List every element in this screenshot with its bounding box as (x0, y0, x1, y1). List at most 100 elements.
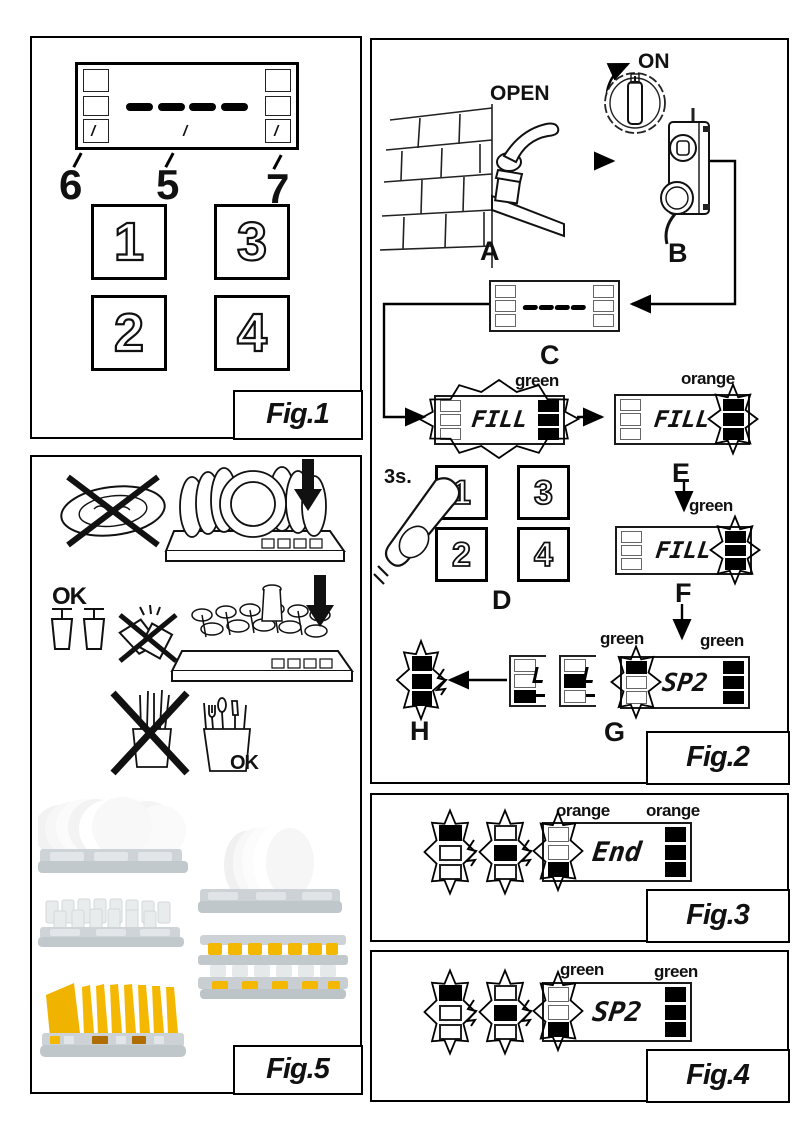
pressing-finger-illustration (373, 477, 461, 585)
display-text: FILL (654, 537, 713, 564)
right-indicator-column-blinking (708, 513, 761, 586)
step-g-label: G (604, 717, 626, 747)
step-b-label: B (668, 238, 688, 268)
no-dirty-plate-icon (60, 474, 166, 548)
display-sp2: SP2 (531, 969, 692, 1053)
fig2-panel: OPEN A ON B (370, 38, 790, 785)
indicator-cell (265, 69, 291, 92)
left-indicator-column-blinking (609, 643, 662, 720)
fig5-panel: OK (30, 455, 363, 1095)
blink-mark-icon (465, 839, 478, 867)
left-indicator-column (620, 399, 641, 440)
fig3-panel: orange orange End Fig.3 (370, 793, 790, 943)
open-label: OPEN (490, 82, 550, 105)
display-end: End (531, 809, 692, 893)
led-green-label: green (560, 960, 604, 979)
step-f-label: F (675, 578, 692, 608)
display-text: FILL (652, 406, 712, 433)
indicator-column-h-blinking (395, 638, 447, 722)
yellow-dividers-rack-photo (40, 983, 186, 1057)
button-4: 4 (517, 527, 570, 582)
cutlery-ok-label: OK (230, 752, 259, 774)
display-fragment (559, 655, 596, 707)
fig4-panel: green green SP2 Fig.4 (370, 950, 790, 1103)
yellow-cups-racks-photo (198, 935, 348, 999)
callout-6: 6 (59, 161, 83, 208)
led-green-label: green (689, 496, 733, 515)
indicator-cell: / (83, 119, 109, 143)
fig1-panel: / / / 6 5 7 1 3 (30, 36, 363, 440)
blink-mark-icon (520, 999, 533, 1027)
indicator-cell (83, 69, 109, 92)
display-text: SP2 (590, 996, 644, 1028)
glass-rack-loading-illustration (170, 575, 354, 682)
blink-mark-icon (465, 999, 478, 1027)
button-2: 2 (91, 295, 167, 371)
blink-mark-icon (435, 668, 448, 696)
left-indicator-column-blinking (531, 809, 584, 893)
load-arrow-icon (306, 575, 334, 627)
indicator-cell: / (265, 119, 291, 143)
step-h-label: H (410, 716, 430, 746)
step-d-label: D (492, 585, 512, 615)
hold-time-label: 3s. (384, 466, 412, 488)
led-green-label: green (600, 629, 644, 648)
display-c (489, 280, 620, 332)
display-text: End (590, 836, 644, 868)
slash-mark: / (183, 123, 188, 140)
slash-mark: / (91, 123, 96, 140)
right-indicator-column (538, 400, 559, 440)
led-orange-label: orange (681, 369, 735, 388)
display-text: FILL (470, 407, 529, 433)
cutlery-up-icon (202, 697, 251, 772)
water-tap-illustration (380, 104, 565, 268)
led-green-label: green (654, 962, 698, 981)
display-e: FILL (614, 381, 759, 456)
blink-mark-icon (520, 839, 533, 867)
left-indicator-column (440, 400, 461, 440)
indicator-cell (83, 95, 109, 116)
fig2-caption: Fig.2 (645, 730, 790, 785)
no-cutlery-down-icon (110, 689, 190, 776)
load-arrow-icon (294, 459, 322, 511)
plug-socket-illustration (660, 108, 710, 245)
display-fragment (509, 655, 546, 707)
button-2: 2 (435, 527, 488, 582)
right-indicator-column-blinking (706, 381, 759, 456)
button-3: 3 (214, 204, 290, 280)
right-indicator-column (593, 285, 614, 327)
fig5-caption: Fig.5 (232, 1044, 363, 1095)
display-fill-blinking: FILL (417, 378, 580, 460)
indicator-column-blinking (422, 807, 477, 896)
indicator-column-blinking (477, 967, 532, 1056)
on-label: ON (638, 50, 670, 73)
button-3: 3 (517, 465, 570, 520)
step-c-label: C (540, 340, 560, 370)
led-green-label: green (515, 371, 559, 390)
glasses-rack-photo (38, 898, 184, 947)
led-green-label: green (700, 631, 744, 650)
indicator-column-blinking (422, 967, 477, 1056)
fig1-right-indicator-column: / (265, 69, 291, 143)
step-e-label: E (672, 458, 691, 488)
callout-5: 5 (156, 161, 180, 208)
indicator-cell (265, 95, 291, 116)
button-1: 1 (91, 204, 167, 280)
fig4-caption: Fig.4 (645, 1048, 790, 1103)
display-dashes (522, 305, 587, 310)
glass-orientation-icons (50, 605, 178, 663)
display-f: FILL (615, 513, 761, 586)
glasses-ok-label: OK (52, 583, 87, 610)
fig1-display-dashes (126, 103, 248, 111)
slash-mark: / (274, 123, 279, 140)
fig1-left-indicator-column: / (83, 69, 109, 143)
led-orange-label: orange (556, 801, 610, 820)
indicator-column-blinking (477, 807, 532, 896)
led-orange-label: orange (646, 801, 700, 820)
plate-rack-loading-illustration (164, 459, 346, 562)
fig1-control-display: / / / (75, 62, 299, 150)
left-indicator-column-blinking (531, 969, 584, 1053)
callout-7: 7 (266, 165, 290, 212)
plate-rack-photo-small (198, 827, 342, 913)
